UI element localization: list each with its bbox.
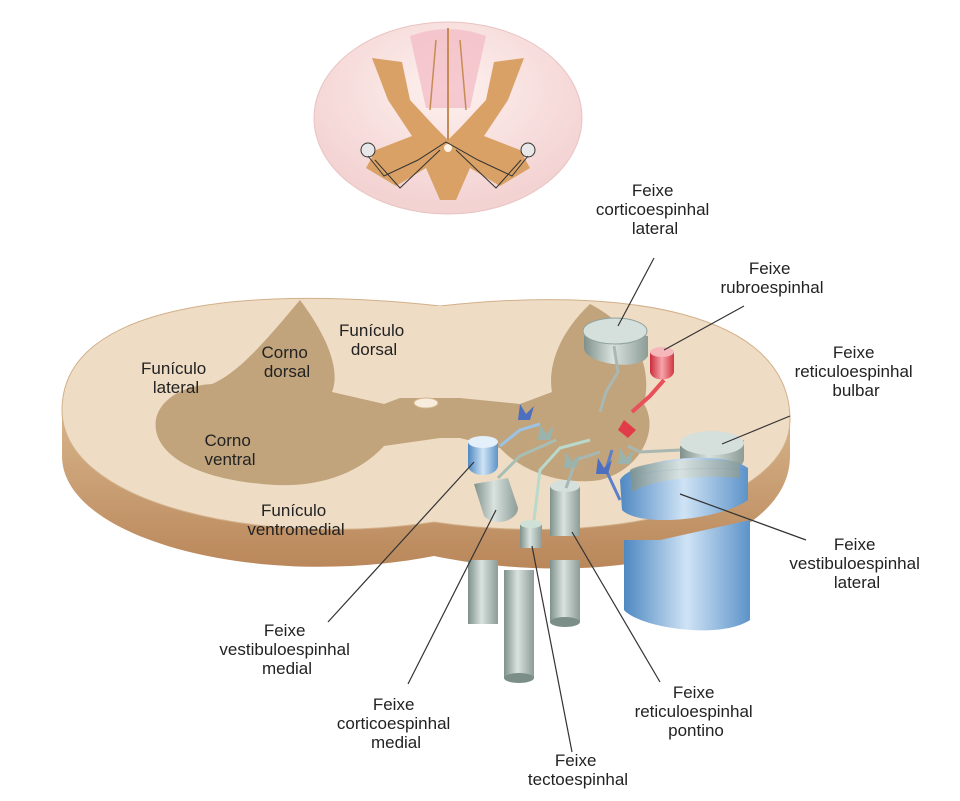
vestibuloespinhal-medial-tract [468,436,498,475]
label-corticoespinhal-lateral: Feixe corticoespinhal lateral [596,181,714,238]
label-vestibuloespinhal-medial: Feixe vestibuloespinhal medial [219,621,354,678]
small-cord-section [314,22,582,214]
tectoespinhal-tract [520,520,542,548]
label-corno-ventral: Corno ventral [204,431,255,469]
label-reticuloespinhal-bulbar: Feixe reticuloespinhal bulbar [795,343,918,400]
label-vestibuloespinhal-lateral: Feixe vestibuloespinhal lateral [789,535,924,592]
reticuloespinhal-pontino-tract [550,480,580,536]
label-reticuloespinhal-pontino: Feixe reticuloespinhal pontino [635,683,758,740]
label-corticoespinhal-medial: Feixe corticoespinhal medial [337,695,455,752]
label-corno-dorsal: Corno dorsal [261,343,312,381]
label-funiculo-ventromedial: Funículo ventromedial [247,501,344,539]
label-tectoespinhal: Feixe tectoespinhal [528,751,628,789]
large-cord-section [62,298,790,568]
label-rubroespinhal: Feixe rubroespinhal [720,259,823,297]
